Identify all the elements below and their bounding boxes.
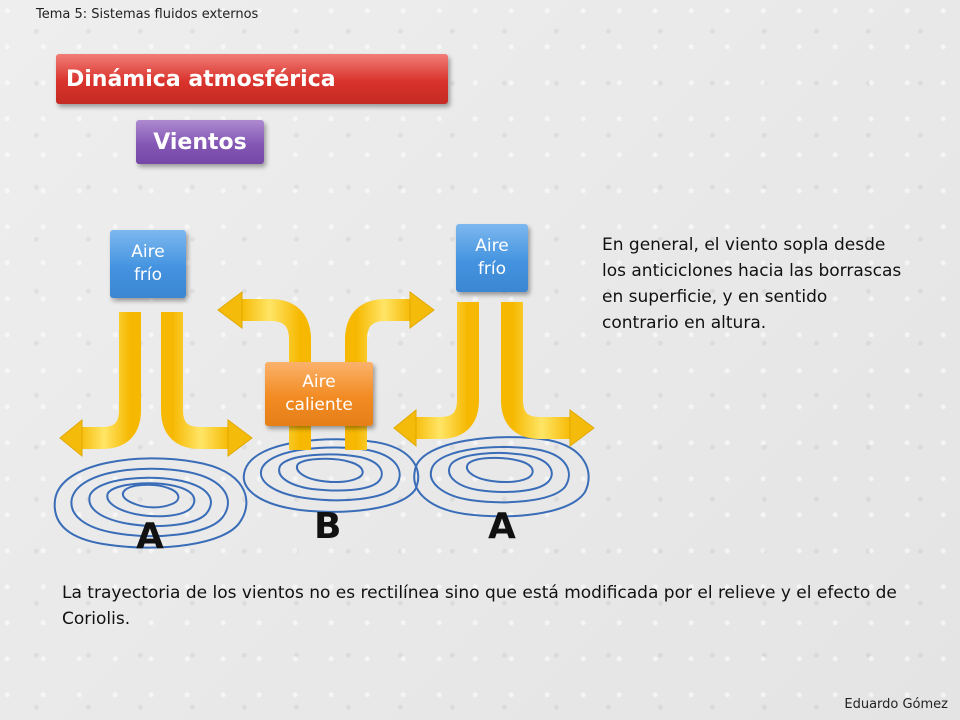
arrow-right-in	[412, 302, 479, 439]
isobars-right	[413, 436, 590, 518]
high-pressure-label-right: A	[488, 506, 516, 547]
arrow-heads	[59, 291, 595, 458]
arrowhead-icon	[217, 291, 243, 329]
arrow-left-in	[161, 312, 230, 449]
slide-title: Dinámica atmosférica	[56, 54, 448, 104]
explanation-text: En general, el viento sopla desde los an…	[602, 235, 902, 333]
arrowhead-icon	[59, 418, 83, 458]
slide-subtitle-text: Vientos	[153, 129, 247, 155]
arrow-up-left	[240, 299, 311, 450]
author-footer: Eduardo Gómez	[844, 697, 948, 712]
arrowhead-icon	[409, 291, 435, 329]
slide-subtitle: Vientos	[136, 120, 264, 164]
cold-air-box-left: Aire frío	[110, 230, 186, 298]
slide-title-text: Dinámica atmosférica	[66, 66, 336, 92]
arrow-up-right	[345, 299, 412, 450]
arrow-left-out	[78, 312, 141, 449]
warm-air-box: Aire caliente	[265, 362, 373, 426]
low-pressure-label: B	[314, 506, 342, 547]
wind-arrows	[78, 299, 572, 450]
arrow-right-out	[501, 302, 572, 439]
arrowhead-icon	[227, 419, 253, 457]
cold-air-box-right: Aire frío	[456, 224, 528, 292]
topic-header: Tema 5: Sistemas fluidos externos	[36, 7, 259, 22]
isobars-center	[242, 438, 420, 513]
arrowhead-icon	[569, 409, 595, 447]
note-text: La trayectoria de los vientos no es rect…	[62, 583, 897, 629]
arrowhead-icon	[393, 408, 417, 448]
cold-air-label-right: Aire frío	[475, 236, 509, 279]
isobars-left	[53, 457, 248, 549]
high-pressure-label-left: A	[136, 516, 164, 557]
cold-air-label-left: Aire frío	[131, 242, 165, 285]
warm-air-label: Aire caliente	[285, 372, 353, 415]
